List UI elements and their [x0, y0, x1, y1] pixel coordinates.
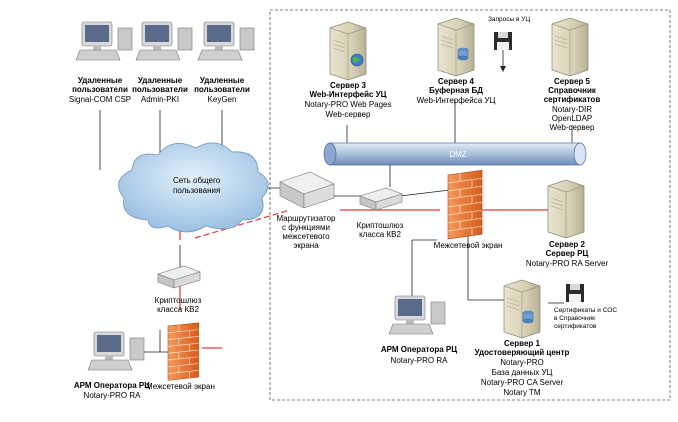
remote-user-3-title1: Удаленные: [200, 76, 245, 85]
server-icon: [551, 17, 589, 77]
workstation-icon: [87, 331, 145, 371]
arm-center-title: АРМ Оператора РЦ: [381, 345, 457, 354]
cloud-label-line2: пользования: [173, 186, 220, 195]
globe-land: [352, 56, 360, 63]
crypto-gateway-left: Криптошлюз класса КВ2: [155, 265, 202, 314]
server-1-line2: База данных УЦ: [492, 368, 553, 377]
remote-user-2: Удаленные пользователи Admin-PKI: [132, 21, 193, 104]
server-5-cert-directory: Сервер 5 Справочник сертификатов Notary-…: [544, 17, 601, 132]
dmz-label: DMZ: [449, 150, 466, 159]
remote-user-1-software: Signal-COM CSP: [69, 95, 131, 104]
arm-left-software: Notary-PRO RA: [84, 391, 142, 400]
workstation-icon: [75, 21, 133, 61]
server-3-line1: Notary-PRO Web Pages: [305, 100, 392, 109]
router-label-4: экрана: [293, 241, 319, 250]
server-5-title2: Справочник: [548, 86, 597, 95]
server-1-line4: Notary TM: [503, 388, 541, 397]
server-1-note-1: Сертификаты и СОС: [554, 307, 617, 314]
crypto-gateway-icon: [359, 187, 403, 211]
public-network-cloud: Сеть общего пользования: [118, 142, 269, 233]
firewall-icon: [447, 169, 483, 240]
server-3-web-interface: Сервер 3 Web-Интерфейс УЦ Notary-PRO Web…: [305, 21, 392, 119]
arm-center-software: Notary-PRO RA: [391, 356, 449, 365]
router: Маршрутизатор с функциями межсетевого эк…: [277, 171, 337, 250]
remote-user-3-software: KeyGen: [208, 95, 237, 104]
server-2-ra-server: Сервер 2 Сервер РЦ Notary-PRO RA Server: [526, 179, 609, 268]
server-2-line1: Notary-PRO RA Server: [526, 259, 609, 268]
remote-user-1: Удаленные пользователи Signal-COM CSP: [69, 21, 133, 104]
server-5-line1: Notary-DIR: [552, 105, 592, 114]
dmz-bus: DMZ: [323, 142, 587, 166]
server-5-line3: Web-сервер: [550, 123, 595, 132]
server-2-title1: Сервер 2: [549, 240, 585, 249]
arm-left-title: АРМ Оператора РЦ: [74, 381, 150, 390]
server-4-line1: Web-Интерфейса УЦ: [417, 96, 496, 105]
server-1-note-3: сертификатов: [554, 323, 597, 330]
router-label-3: межсетевого: [282, 232, 330, 241]
remote-user-2-title2: пользователи: [132, 85, 188, 94]
server-5-title1: Сервер 5: [554, 77, 590, 86]
crypto-gateway-left-label1: Криптошлюз: [155, 296, 202, 305]
server-4-buffer-db: Запросы в УЦ Сервер 4 Буферная БД Web-Ин…: [417, 16, 531, 105]
server-icon: [503, 279, 541, 339]
server-2-title2: Сервер РЦ: [546, 249, 589, 258]
server-1-title1: Сервер 1: [504, 339, 540, 348]
router-label-1: Маршрутизатор: [277, 214, 337, 223]
server-1-ca: Сертификаты и СОС в Справочник сертифика…: [475, 279, 617, 397]
server-5-line2: OpenLDAP: [552, 114, 592, 123]
server-3-title2: Web-Интерфейс УЦ: [310, 90, 387, 99]
remote-user-1-title1: Удаленные: [78, 76, 123, 85]
remote-user-3: Удаленные пользователи KeyGen: [194, 21, 255, 104]
server-3-title1: Сервер 3: [330, 81, 366, 90]
remote-user-1-title2: пользователи: [72, 85, 128, 94]
server-icon: [329, 21, 367, 81]
server-4-title1: Сервер 4: [438, 77, 474, 86]
server-1-note-2: в Справочник: [554, 315, 595, 322]
workstation-icon: [135, 21, 193, 61]
floppy-disk-icon: [566, 284, 584, 302]
secure-zone-border: [269, 9, 671, 401]
remote-user-2-title1: Удаленные: [138, 76, 183, 85]
crypto-gateway-center: Криптошлюз класса КВ2: [357, 187, 404, 239]
server-1-line3: Notary-PRO CA Server: [481, 378, 564, 387]
arm-operator-left: АРМ Оператора РЦ Notary-PRO RA: [74, 331, 150, 400]
server-icon: [547, 179, 585, 239]
server-4-title2: Буферная БД: [429, 86, 483, 95]
firewall-left-label: Межсетевой экран: [146, 382, 215, 391]
cloud-label-line1: Сеть общего: [173, 176, 221, 185]
firewall-center-label: Межсетевой экран: [434, 241, 503, 250]
crypto-gateway-center-label1: Криптошлюз: [357, 221, 404, 230]
server-icon: [437, 17, 475, 77]
crypto-gateway-left-label2: класса КВ2: [157, 305, 199, 314]
server-4-note: Запросы в УЦ: [488, 16, 530, 23]
server-5-title3: сертификатов: [544, 95, 601, 104]
arm-operator-center: АРМ Оператора РЦ Notary-PRO RA: [381, 295, 457, 365]
workstation-icon: [388, 295, 446, 335]
floppy-disk-icon: [494, 32, 512, 50]
firewall-center: Межсетевой экран: [434, 169, 503, 250]
remote-user-3-title2: пользователи: [194, 85, 250, 94]
crypto-gateway-center-label2: класса КВ2: [359, 230, 401, 239]
firewall-left: Межсетевой экран: [146, 322, 215, 391]
server-1-title2: Удостоверяющий центр: [475, 348, 570, 357]
router-label-2: с функциями: [282, 223, 330, 232]
remote-user-2-software: Admin-PKI: [141, 95, 179, 104]
server-3-line2: Web-сервер: [326, 110, 371, 119]
server-1-line1: Notary-PRO: [500, 358, 544, 367]
workstation-icon: [197, 21, 255, 61]
firewall-icon: [167, 322, 199, 381]
crypto-gateway-icon: [157, 265, 201, 289]
